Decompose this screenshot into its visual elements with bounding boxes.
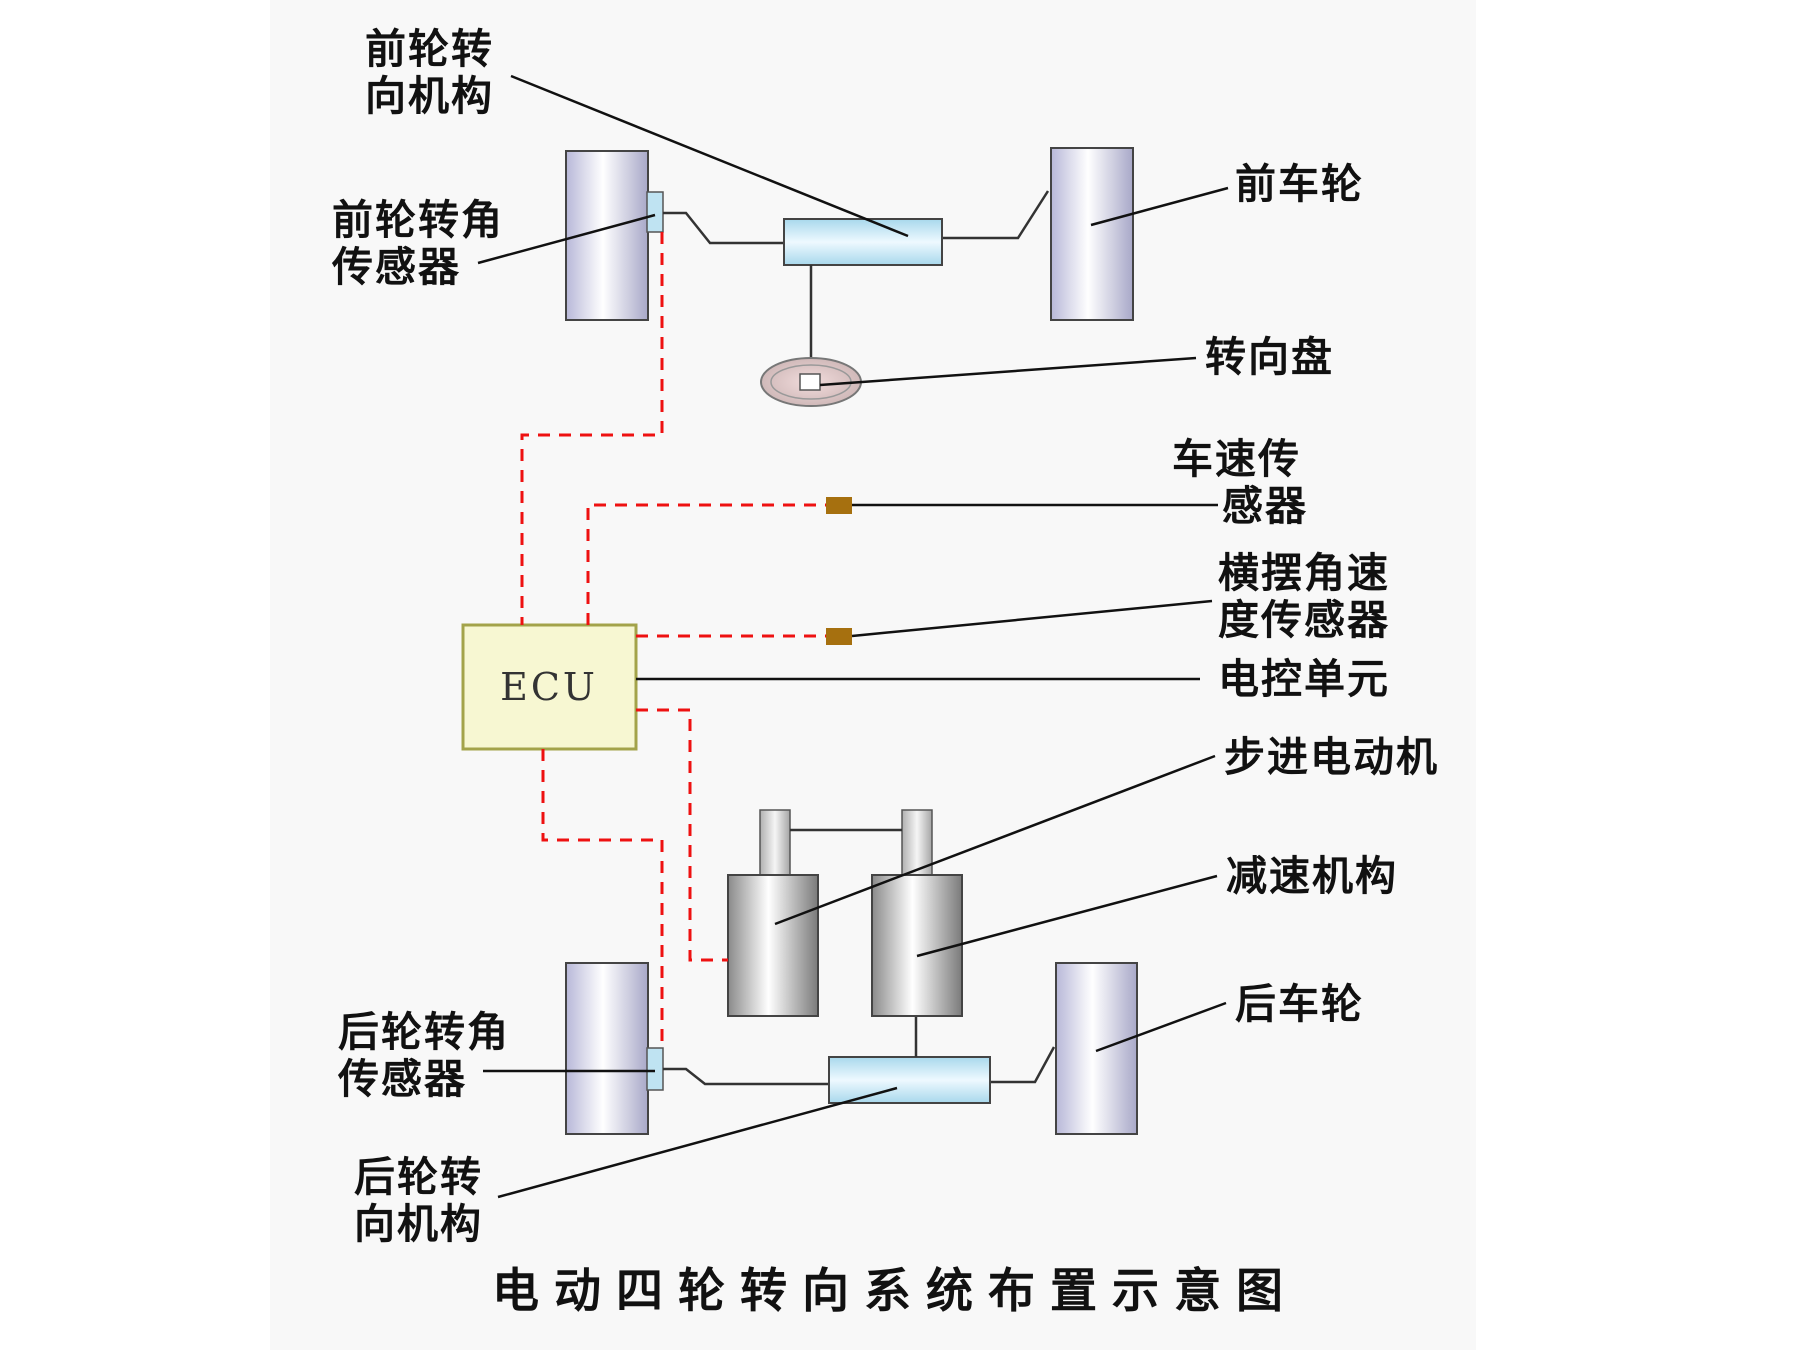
labels: 前轮转 向机构 前轮转角 传感器 前车轮 转向盘 车速传 感器 横摆角速 度传感…: [331, 25, 1439, 1248]
front-tie-rod-right: [942, 190, 1050, 240]
leader-stepper-motor: [774, 754, 1216, 926]
label-front-steer-mech-line1: 前轮转: [365, 25, 494, 73]
front-tie-rod-left: [663, 211, 784, 245]
speed-sensor-marker: [826, 497, 852, 514]
ecu-text: ECU: [500, 665, 598, 709]
steering-wheel-hub: [799, 373, 821, 391]
diagram-title: 电动四轮转向系统布置示意图: [492, 1264, 1298, 1319]
front-angle-sensor-block: [646, 191, 664, 233]
rear-tie-rod-right: [990, 1046, 1056, 1084]
yaw-sensor-marker: [826, 628, 852, 645]
stepper-motor-body: [727, 874, 819, 1017]
leader-rear-steer-mech: [497, 1086, 898, 1199]
front-steering-rack: [783, 218, 943, 266]
label-steering-wheel: 转向盘: [1205, 333, 1334, 381]
reducer-body: [871, 874, 963, 1017]
label-speed-sensor-line2: 感器: [1222, 482, 1308, 530]
label-rear-steer-mech-line1: 后轮转: [354, 1153, 483, 1201]
leader-front-angle-sensor: [477, 213, 656, 265]
rear-left-wheel: [565, 962, 649, 1135]
label-rear-angle-sensor-line1: 后轮转角: [338, 1008, 510, 1056]
label-rear-steer-mech-line2: 向机构: [354, 1200, 483, 1248]
front-axle: [565, 147, 1134, 407]
rear-steering-rack: [828, 1056, 991, 1104]
rear-tie-rod-left: [663, 1067, 829, 1086]
leader-steering-wheel: [819, 356, 1197, 387]
signal-rear-angle: [541, 749, 664, 1048]
label-front-angle-sensor-line1: 前轮转角: [332, 196, 504, 244]
signal-lines: [520, 232, 838, 1048]
rear-axle: [565, 809, 1138, 1135]
signal-front-angle: [520, 232, 664, 625]
label-rear-wheel: 后车轮: [1235, 980, 1364, 1028]
front-right-wheel: [1050, 147, 1134, 321]
signal-speed: [586, 503, 838, 625]
signal-stepper: [636, 708, 728, 962]
label-stepper-motor: 步进电动机: [1224, 733, 1439, 781]
label-yaw-sensor-line1: 横摆角速: [1218, 549, 1390, 597]
leader-rear-wheel: [1095, 1001, 1227, 1053]
leader-lines: [477, 74, 1229, 1199]
leader-front-wheel: [1090, 186, 1229, 227]
label-yaw-sensor-line2: 度传感器: [1218, 596, 1390, 644]
label-front-angle-sensor-line2: 传感器: [331, 243, 461, 291]
label-front-wheel: 前车轮: [1235, 160, 1364, 208]
rear-angle-sensor-block: [646, 1047, 664, 1091]
label-speed-sensor-line1: 车速传: [1172, 435, 1301, 483]
label-rear-angle-sensor-line2: 传感器: [337, 1055, 467, 1103]
rear-right-wheel: [1055, 962, 1138, 1135]
leader-yaw-sensor: [851, 599, 1213, 638]
label-ecu-unit: 电控单元: [1218, 655, 1390, 703]
leader-reducer: [916, 874, 1218, 958]
label-front-steer-mech-line2: 向机构: [365, 72, 494, 120]
leader-front-steer-mech: [510, 74, 909, 238]
ecu-box: ECU: [461, 623, 638, 751]
label-reducer: 减速机构: [1226, 852, 1398, 900]
